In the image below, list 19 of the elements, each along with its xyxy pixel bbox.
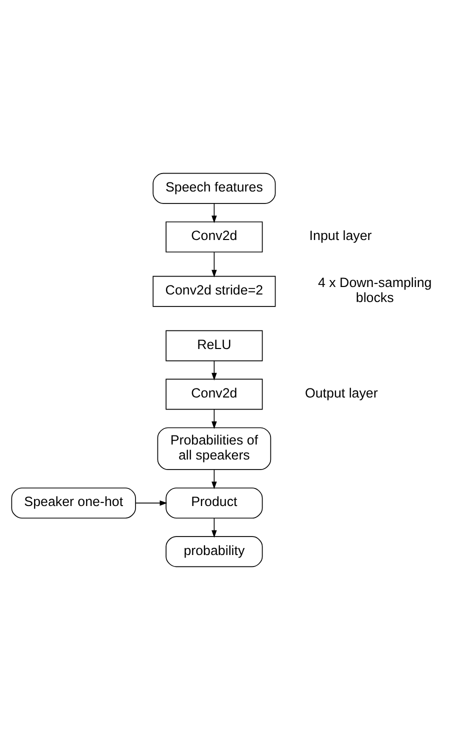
node-box: Conv2d [166, 221, 263, 252]
arrow [212, 252, 217, 278]
node-label: Input layer [309, 228, 372, 244]
label: 4 x Down-sampling blocks [318, 274, 432, 306]
arrow [212, 203, 217, 224]
arrow [135, 500, 168, 506]
arrow [212, 469, 217, 490]
arrow [212, 409, 217, 429]
node-label: Output layer [304, 385, 378, 400]
arrow [212, 518, 217, 538]
node-box: Conv2d [166, 378, 263, 410]
node-box: Conv2d stride=2 [152, 276, 276, 307]
node-box: probability [166, 536, 263, 568]
node-box: Speaker one-hot [11, 488, 136, 519]
node-box: Product [166, 488, 263, 519]
node-box: ReLU [166, 330, 263, 362]
node-box: Speech features [152, 172, 276, 204]
node-box: Probabilities of all speakers [157, 427, 272, 470]
arrow [212, 360, 217, 380]
